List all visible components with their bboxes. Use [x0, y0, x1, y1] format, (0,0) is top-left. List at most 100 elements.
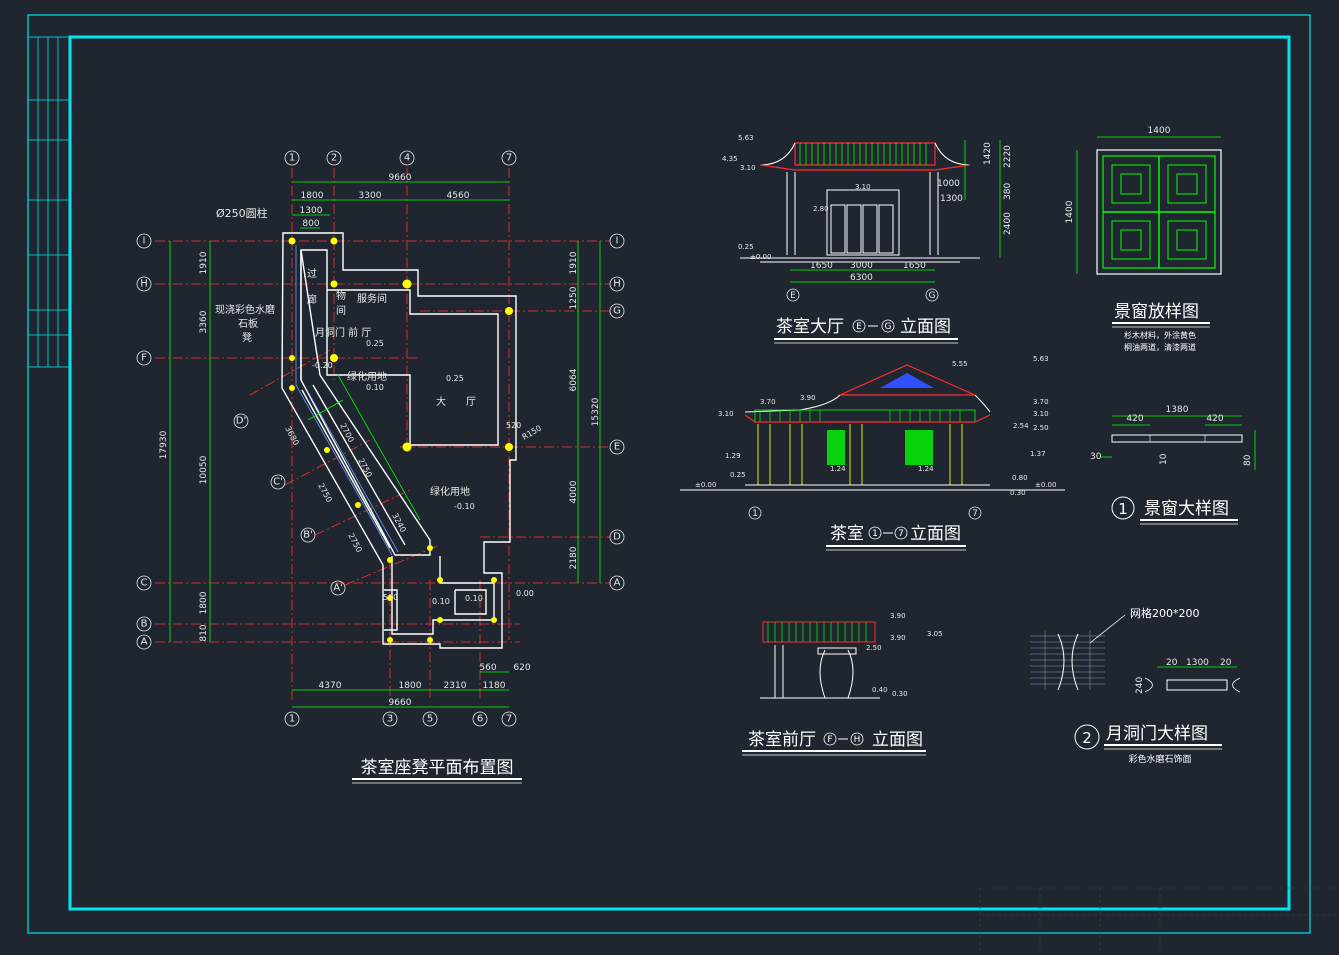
green-label-1: 绿化用地	[347, 370, 387, 383]
plan-bench-lines	[295, 245, 399, 556]
dim-left-3: 10050	[199, 455, 209, 484]
side-lvl-r4: 2.54	[1013, 422, 1029, 430]
hall-dim-r1: 2220	[1003, 145, 1013, 168]
front-roof-tiles	[767, 622, 867, 642]
diag-dim-3: 2750	[316, 482, 334, 504]
hall-dim-r5: 1000	[937, 179, 960, 189]
axis-right-I: I	[616, 236, 619, 247]
wd-dim-2: 420	[1126, 414, 1143, 424]
axis-bot-5: 5	[427, 714, 433, 725]
plan-dim-text: 9660 1800 3300 4560 1300 800 4370 1800 2…	[159, 173, 601, 708]
elev-4: -0.10	[454, 502, 475, 511]
hall-dim-text: 1650 3000 1650 6300 2220 380 2400 1420 1…	[722, 134, 1013, 283]
dim-bot-3: 2310	[444, 681, 467, 691]
hall-dim-r6: 1300	[940, 194, 963, 204]
axis-bot-1: 1	[289, 714, 295, 725]
hall-axis-G: G	[929, 291, 936, 301]
side-columns	[757, 424, 963, 485]
axis-top-2: 2	[331, 153, 337, 164]
hall-elev-title-suffix: 立面图	[900, 317, 951, 337]
dim-bot-2: 1800	[399, 681, 422, 691]
side-lvl-r9: ±0.00	[1035, 481, 1056, 489]
diag-dim-5: 3680	[283, 425, 301, 447]
dim-right-4: 4000	[569, 480, 579, 503]
plan-columns	[288, 237, 513, 643]
axis-top-1: 1	[289, 153, 295, 164]
diag-dim-4: 2750	[346, 532, 364, 554]
elev-8: -0.20	[312, 361, 333, 370]
dim-right-3: 6064	[569, 368, 579, 391]
side-lvl-r7: 0.80	[1012, 474, 1028, 482]
dim-left-1: 1910	[199, 251, 209, 274]
inner-border	[68, 35, 1291, 911]
elev-2: 0.10	[366, 383, 384, 392]
dim-left-2: 3360	[199, 310, 209, 333]
bench-label-3: 凳	[242, 332, 252, 344]
side-lvl-top: 5.55	[952, 360, 968, 368]
dim-right-2: 1250	[569, 286, 579, 309]
hall-lvl-6: 0.25	[738, 243, 754, 251]
mesh-grid	[1030, 630, 1105, 690]
plan-room-labels: Ø250圆柱 过 廊 物 间 服务间 月洞门 前 厅 大 厅 绿化用地 绿化用地…	[215, 206, 543, 606]
plan-title: 茶室座凳平面布置图	[361, 758, 514, 778]
window-sample-title: 景窗放样图	[1114, 302, 1199, 322]
front-title-axis-2: H	[854, 735, 861, 745]
front-elevation: 3.90 3.90 3.05 2.50 0.40 0.30 茶室前厅 F H 立…	[742, 612, 943, 756]
side-elev-title-suffix: 立面图	[910, 524, 961, 544]
wd-dim-1: 1380	[1166, 405, 1189, 415]
axis-bot-3: 3	[387, 714, 393, 725]
mesh-note: 网格200*200	[1130, 606, 1200, 620]
left-title-strip	[27, 36, 71, 368]
hall-lvl-7: ±0.00	[750, 253, 771, 261]
side-lvl-r5: 2.50	[1033, 424, 1049, 432]
hall-dim-r2: 380	[1003, 183, 1013, 200]
axis-bot-7: 7	[506, 714, 512, 725]
front-lvl-5: 0.40	[872, 686, 888, 694]
axis-left-B: B	[141, 619, 148, 630]
service-room-label: 服务间	[357, 292, 387, 305]
front-lvl-3: 3.05	[927, 630, 943, 638]
axis-left-F: F	[141, 353, 147, 364]
side-elev-title: 茶室	[830, 524, 864, 544]
hall-title-axis-2: G	[885, 322, 892, 332]
dim-right-1: 1910	[569, 251, 579, 274]
elev-6: 0.10	[432, 597, 450, 606]
hall-dim-lines	[790, 140, 1001, 283]
hall-dim-2: 3000	[850, 261, 873, 271]
axis-left-A2: A'	[333, 583, 343, 594]
hall-dim-total: 6300	[850, 273, 873, 283]
plan-axis-lines	[155, 168, 610, 700]
axis-right-E: E	[614, 442, 620, 453]
hall-axis-E: E	[790, 291, 796, 301]
side-axis-7: 7	[972, 509, 978, 519]
hall-lvl-5: 2.80	[813, 205, 829, 213]
side-roof-tiles	[759, 410, 961, 422]
side-lvl-l5: 0.25	[730, 471, 746, 479]
elev-5: 0.10	[465, 594, 483, 603]
hall-columns	[740, 172, 980, 263]
storage-label-1: 物	[336, 289, 346, 302]
axis-left-A: A	[141, 637, 148, 648]
side-axis-1: 1	[752, 509, 758, 519]
elev-7: 0.00	[516, 589, 534, 598]
window-note-2: 桐油两道，清漆两道	[1124, 342, 1196, 352]
hall-lvl-3: 3.10	[740, 164, 756, 172]
side-level-text: 5.55 3.70 3.90 3.10 1.29 0.25 ±0.00 5.63…	[695, 355, 1056, 497]
side-mark-2: 1.24	[918, 465, 934, 473]
front-lvl-1: 3.90	[890, 612, 906, 620]
dim-top-5: 800	[302, 219, 319, 229]
dim-top-3: 4560	[447, 191, 470, 201]
dim-520: 520	[506, 421, 521, 430]
md-dim-3: 20	[1220, 658, 1232, 668]
side-lvl-r6: 1.37	[1030, 450, 1046, 458]
side-lvl-l2: 3.90	[800, 394, 816, 402]
hall-elevation: 1650 3000 1650 6300 2220 380 2400 1420 1…	[722, 134, 1013, 344]
hall-roof-tiles	[799, 143, 927, 165]
window-lattice	[1111, 164, 1207, 260]
window-detail-title: 景窗大样图	[1144, 499, 1229, 519]
outer-border	[27, 14, 1311, 934]
axis-right-H: H	[613, 279, 621, 290]
hall-dim-r4: 1420	[983, 142, 993, 165]
elev-3: 0.25	[446, 374, 464, 383]
